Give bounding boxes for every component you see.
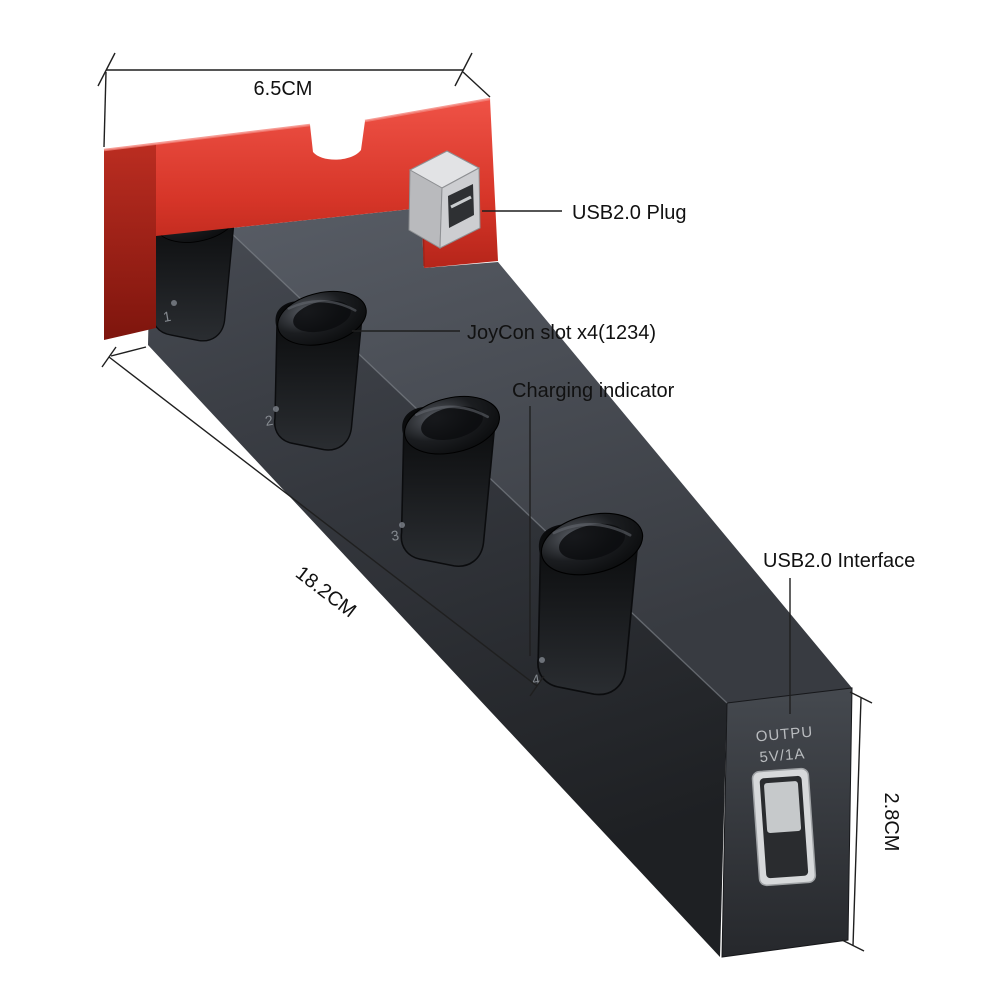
charging-indicator-led-1 [171, 300, 177, 306]
dim-top-ext-right [462, 71, 491, 98]
dimension-lines [97, 52, 873, 952]
dim-top-tick-left [97, 52, 116, 87]
slot-number-4: 4 [531, 671, 542, 688]
output-label: OUTPU 5V/1A [755, 724, 814, 767]
slot-number-1: 1 [162, 308, 173, 325]
dim-length-line [108, 356, 538, 687]
dim-top-ext-left [103, 71, 107, 148]
charging-indicator-label: Charging indicator [512, 380, 675, 402]
slot-number-3: 3 [390, 527, 401, 544]
usb-plug-opening [448, 184, 474, 228]
usb-port-tongue [764, 781, 802, 833]
red-bracket [103, 97, 498, 340]
dock-body: 1 2 3 4 OUTPU 5V/1A [148, 157, 853, 958]
red-bracket-top-bevel [103, 97, 491, 152]
dim-length-tick-left [101, 346, 117, 368]
dim-top-label: 6.5CM [254, 78, 313, 100]
usb-plug-label: USB2.0 Plug [572, 202, 687, 224]
usb-plug [408, 150, 481, 249]
joycon-slot-label: JoyCon slot x4(1234) [467, 322, 656, 344]
dim-length-tick-right [529, 675, 545, 697]
charging-indicator-led-4 [539, 657, 545, 663]
dim-height-line [852, 697, 862, 947]
callouts [352, 210, 791, 714]
charging-indicator-led-2 [273, 406, 279, 412]
dim-height-tick-bottom [841, 939, 865, 952]
usb-interface-label: USB2.0 Interface [763, 550, 915, 572]
dim-height-label: 2.8CM [880, 793, 902, 852]
output-label-line2: 5V/1A [759, 745, 806, 766]
dim-length-ext-left [110, 346, 147, 357]
output-label-line1: OUTPU [755, 724, 814, 746]
red-bracket-front-face [156, 99, 498, 268]
dim-top-tick-right [454, 52, 473, 87]
red-bracket-side-face [104, 144, 156, 340]
slot-number-2: 2 [264, 412, 275, 429]
dim-height-tick-top [849, 691, 873, 704]
charging-indicator-led-3 [399, 522, 405, 528]
usb-plug-contact [450, 195, 472, 209]
usb-port [751, 767, 817, 887]
